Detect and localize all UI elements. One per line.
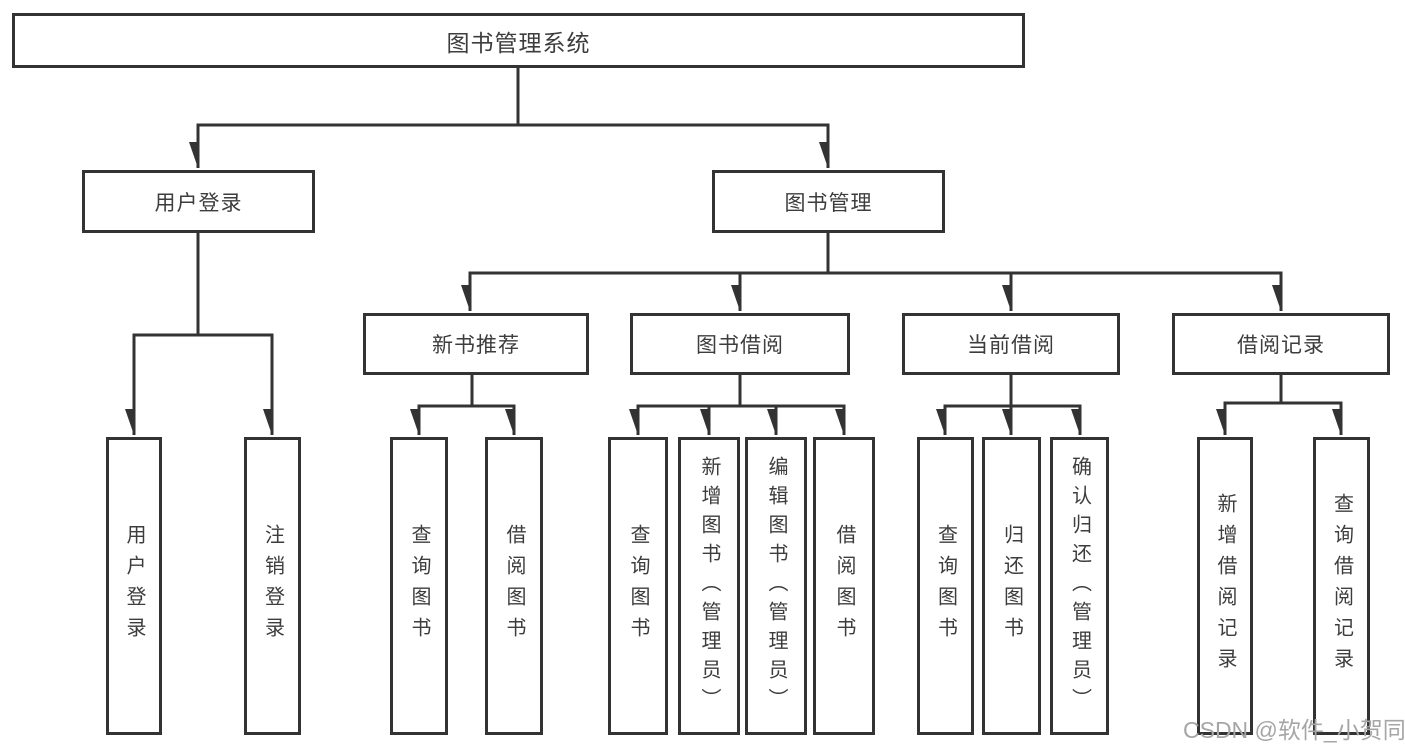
- node-label: 借阅图书: [833, 524, 855, 648]
- node-label: 归还图书: [1000, 524, 1023, 648]
- leaf-query-books-recommend: 查询图书: [390, 437, 448, 735]
- node-label: 当前借阅: [967, 334, 1055, 357]
- node-label: 图书借阅: [696, 334, 784, 357]
- node-new-book-recommend: 新书推荐: [363, 313, 589, 375]
- leaf-return-books: 归还图书: [982, 437, 1041, 735]
- leaf-confirm-return-admin: 确认归还（管理员）: [1050, 437, 1109, 735]
- node-label: 查询图书: [627, 524, 649, 648]
- node-label: 借阅图书: [503, 524, 525, 648]
- leaf-logout: 注销登录: [244, 437, 301, 735]
- node-current-borrowing: 当前借阅: [902, 313, 1120, 375]
- node-library-management-system: 图书管理系统: [12, 13, 1025, 68]
- node-label: 新增图书（管理员）: [698, 455, 720, 717]
- node-label: 借阅记录: [1237, 334, 1325, 357]
- node-book-management: 图书管理: [712, 170, 945, 233]
- node-label: 注销登录: [261, 524, 284, 648]
- leaf-query-books-current: 查询图书: [917, 437, 974, 735]
- node-label: 用户登录: [154, 191, 243, 215]
- node-label: 确认归还（管理员）: [1068, 455, 1091, 717]
- node-label: 查询图书: [934, 524, 957, 648]
- leaf-borrow-books-recommend: 借阅图书: [485, 437, 543, 735]
- node-user-login-branch: 用户登录: [82, 170, 315, 233]
- node-label: 用户登录: [123, 524, 145, 648]
- node-label: 新增借阅记录: [1214, 493, 1236, 679]
- leaf-user-login: 用户登录: [106, 437, 162, 735]
- node-book-borrowing: 图书借阅: [630, 313, 850, 375]
- node-label: 新书推荐: [432, 334, 520, 357]
- node-label: 查询图书: [408, 524, 430, 648]
- leaf-add-borrow-record: 新增借阅记录: [1197, 437, 1253, 735]
- leaf-edit-books-admin: 编辑图书（管理员）: [745, 437, 807, 735]
- node-label: 图书管理系统: [446, 29, 591, 56]
- node-borrowing-records: 借阅记录: [1172, 313, 1390, 375]
- leaf-query-books-borrowing: 查询图书: [608, 437, 668, 735]
- leaf-add-books-admin: 新增图书（管理员）: [678, 437, 740, 735]
- leaf-borrow-books: 借阅图书: [813, 437, 875, 735]
- node-label: 图书管理: [784, 191, 873, 215]
- node-label: 编辑图书（管理员）: [765, 455, 787, 717]
- leaf-query-borrow-record: 查询借阅记录: [1313, 437, 1370, 735]
- csdn-watermark: CSDN @软件_小贺同学: [1183, 717, 1405, 743]
- node-label: 查询借阅记录: [1330, 493, 1353, 679]
